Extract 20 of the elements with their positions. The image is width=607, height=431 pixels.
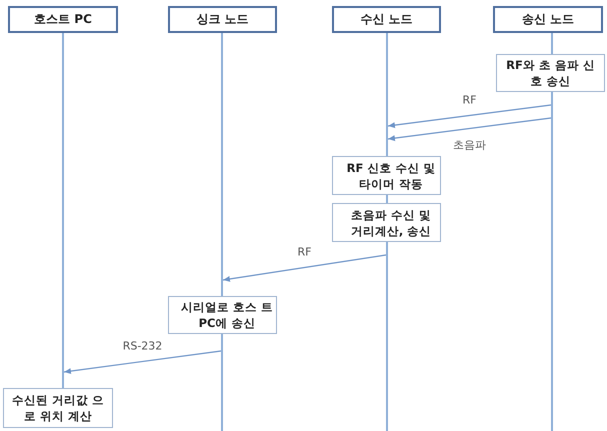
message-arrow [222, 254, 386, 282]
lifeline [221, 33, 223, 431]
lifeline-header: 송신 노드 [493, 6, 603, 33]
activity-box: RF 신호 수신 및 타이머 작동 [332, 156, 441, 195]
activity-box: 수신된 거리값 으로 위치 계산 [3, 388, 113, 428]
activity-box: RF와 초 음파 신호 송신 [496, 54, 605, 92]
edge-label: RF [296, 245, 314, 258]
edge-label: RS-232 [120, 339, 164, 352]
lifeline-header: 수신 노드 [332, 6, 441, 33]
activity-box: 시리얼로 호스 트 PC에 송신 [168, 296, 277, 334]
lifeline-header: 호스트 PC [8, 6, 118, 33]
message-arrow [388, 117, 552, 142]
lifeline [551, 33, 553, 431]
edge-label: RF [460, 93, 478, 106]
message-arrow [64, 350, 222, 374]
message-arrow [388, 104, 552, 128]
lifeline-header: 싱크 노드 [168, 6, 277, 33]
edge-label: 초음파 [451, 137, 488, 152]
activity-box: 초음파 수신 및 거리계산, 송신 [332, 203, 441, 242]
lifeline [62, 33, 64, 388]
